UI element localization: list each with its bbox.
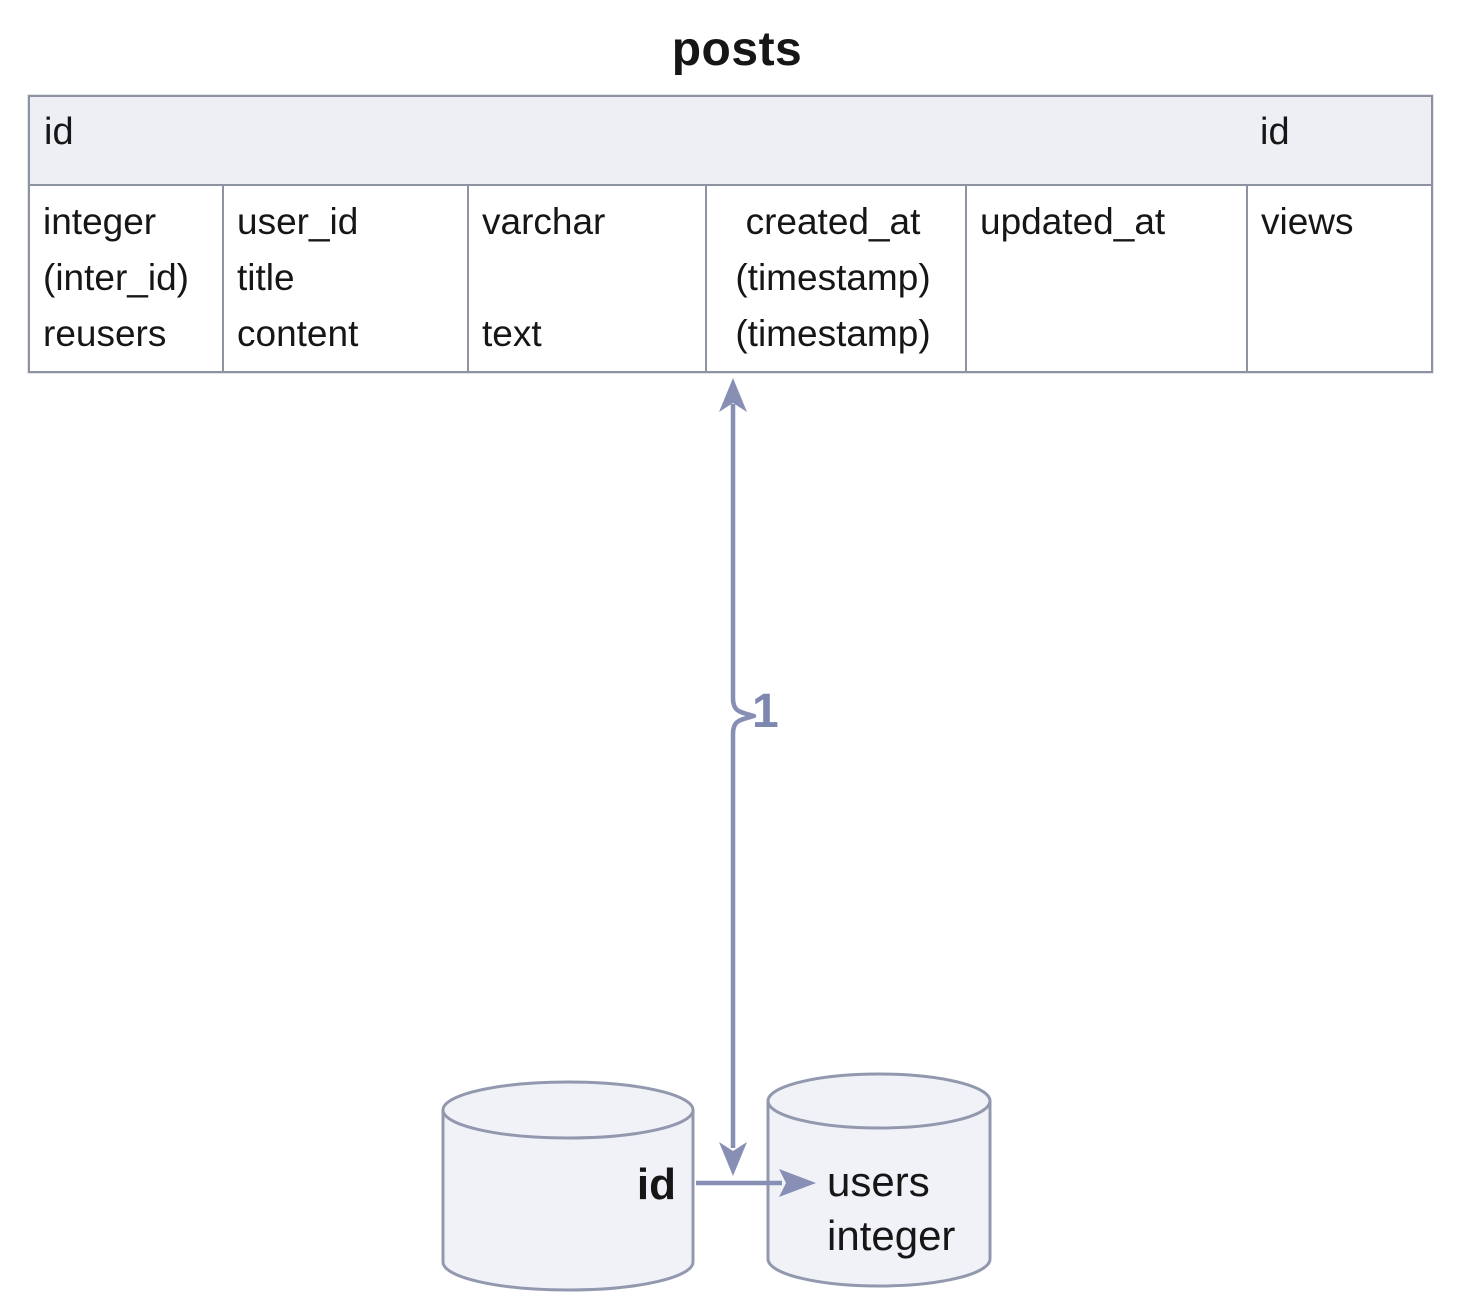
database-cylinder-right[interactable] <box>766 1072 992 1288</box>
header-id-right: id <box>1260 111 1290 153</box>
cell-line: reusers <box>43 313 167 354</box>
cell-line: integer <box>43 201 157 242</box>
cell-line: text <box>482 313 542 354</box>
cell-line: title <box>237 257 295 298</box>
relationship-connector-line <box>730 404 757 1148</box>
cell-line: content <box>237 313 359 354</box>
cell-line: created_at <box>745 201 921 242</box>
arrowhead-down-icon <box>719 1142 747 1176</box>
cell-line <box>1261 250 1425 306</box>
cell-line: updated_at <box>980 201 1166 242</box>
cylinder-top <box>441 1080 695 1140</box>
cell-line: (timestamp) <box>735 313 931 354</box>
left-cylinder-label: id <box>636 1160 676 1209</box>
cell-line <box>482 250 699 306</box>
cell-line: (timestamp) <box>735 257 931 298</box>
table-header-row: id id <box>30 97 1431 186</box>
table-cell-views: views <box>1248 186 1431 371</box>
cylinder-top <box>766 1072 992 1130</box>
cardinality-label: 1 <box>752 685 779 738</box>
right-cylinder-label-2: integer <box>827 1212 956 1259</box>
cell-line <box>980 306 1240 362</box>
table-cell-id: integer (inter_id) reusers <box>30 186 224 371</box>
table-cell-varchar: varchar text <box>469 186 707 371</box>
cell-line <box>980 250 1240 306</box>
cylinder-body <box>766 1101 992 1288</box>
table-body-row: integer (inter_id) reusers user_id title… <box>30 186 1431 371</box>
cell-line: user_id <box>237 201 359 242</box>
cell-line <box>1261 306 1425 362</box>
table-cell-updated-at: updated_at <box>967 186 1248 371</box>
cell-line: views <box>1261 201 1354 242</box>
arrowhead-right-icon <box>779 1169 816 1197</box>
database-cylinder-left[interactable] <box>441 1080 695 1292</box>
header-id-left: id <box>44 111 74 153</box>
table-title: posts <box>671 23 803 76</box>
cell-line: (inter_id) <box>43 257 189 298</box>
cell-line: varchar <box>482 201 606 242</box>
posts-table-node[interactable]: id id integer (inter_id) reusers user_id… <box>28 95 1433 373</box>
arrowhead-up-icon <box>719 378 747 412</box>
right-cylinder-label-1: users <box>827 1158 930 1205</box>
table-cell-created-at: created_at (timestamp) (timestamp) <box>707 186 967 371</box>
table-cell-user-id: user_id title content <box>224 186 469 371</box>
cylinder-body <box>441 1110 695 1292</box>
